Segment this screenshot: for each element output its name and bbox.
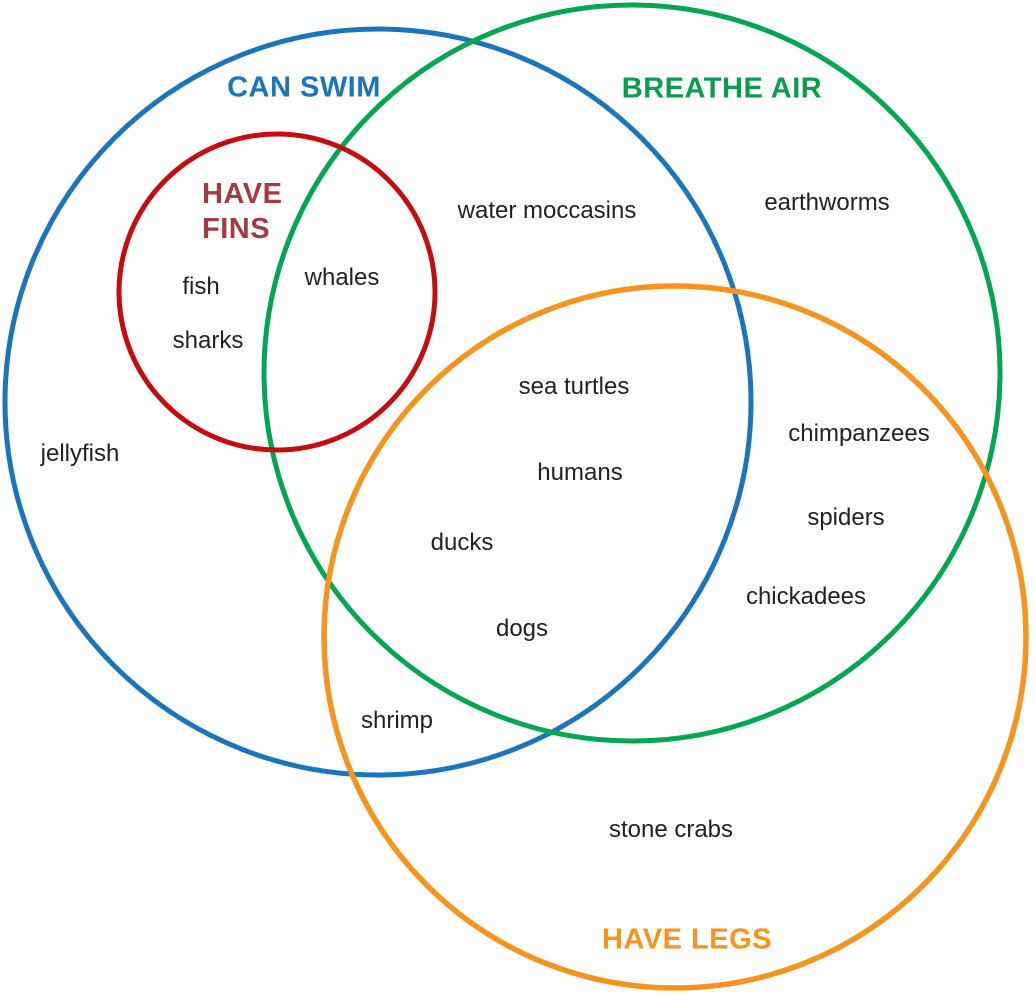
item-label-water-moccasins: water moccasins — [457, 196, 637, 224]
item-label-chickadees: chickadees — [745, 582, 867, 610]
item-label-stone-crabs: stone crabs — [608, 815, 734, 843]
circle-have-legs — [321, 283, 1029, 991]
circle-breathe-air — [261, 2, 1003, 744]
set-title-can-swim: CAN SWIM — [227, 71, 381, 104]
circle-can-swim — [2, 26, 754, 778]
item-label-dogs: dogs — [495, 614, 549, 642]
item-label-shrimp: shrimp — [360, 706, 434, 734]
item-label-spiders: spiders — [807, 503, 885, 531]
item-label-humans: humans — [537, 458, 623, 486]
item-label-sea-turtles: sea turtles — [518, 372, 630, 400]
item-label-earthworms: earthworms — [764, 188, 890, 216]
circle-have-fins — [116, 131, 438, 453]
item-label-fish: fish — [182, 272, 220, 300]
item-label-jellyfish: jellyfish — [40, 439, 120, 467]
set-title-have-fins: HAVE FINS — [202, 178, 283, 245]
item-label-sharks: sharks — [172, 326, 244, 354]
item-label-ducks: ducks — [430, 528, 494, 556]
item-label-whales: whales — [304, 263, 380, 291]
set-title-breathe-air: BREATHE AIR — [621, 72, 823, 105]
item-label-chimpanzees: chimpanzees — [788, 419, 930, 447]
set-title-have-legs: HAVE LEGS — [602, 923, 772, 956]
